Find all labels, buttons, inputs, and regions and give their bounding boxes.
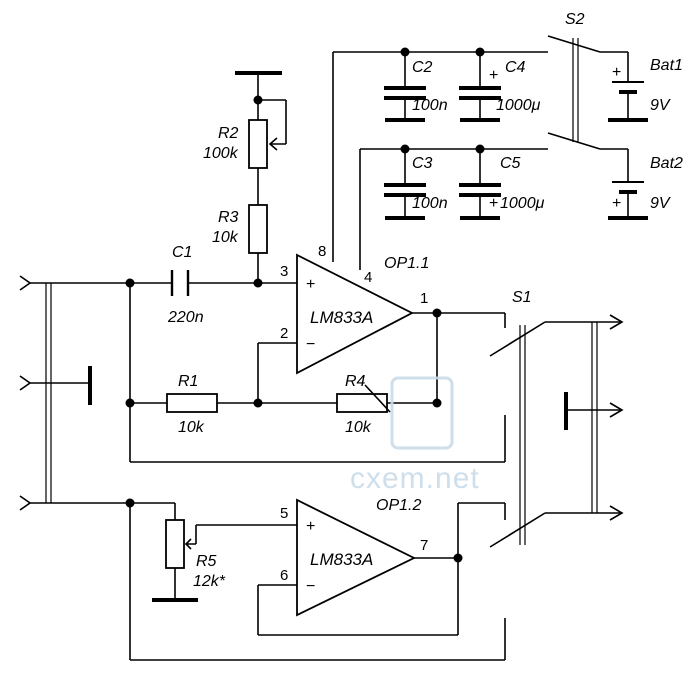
label-c3-value: 100n	[412, 195, 448, 212]
battery-bat1	[608, 52, 648, 122]
c4-plus: +	[489, 67, 498, 84]
label-r2: R2	[218, 125, 239, 142]
pin-5: 5	[280, 505, 288, 522]
opamp-op1-1	[296, 253, 414, 375]
opamp-op1-2	[296, 498, 417, 617]
switch-s1	[489, 321, 620, 548]
capacitor-c1	[170, 270, 190, 296]
pin-3: 3	[280, 263, 288, 280]
r4-arrow	[364, 384, 391, 413]
label-bat1: Bat1	[650, 57, 683, 74]
junction-dots	[125, 47, 485, 563]
label-c2: C2	[412, 59, 433, 76]
bat1-plus: +	[612, 64, 621, 81]
label-c1: C1	[172, 244, 192, 261]
pin-1: 1	[420, 290, 428, 307]
label-c3: C3	[412, 155, 433, 172]
label-c1-value: 220n	[167, 309, 204, 326]
output-jack	[564, 314, 624, 521]
pin-2: 2	[280, 325, 288, 342]
label-c5-value: 1000μ	[500, 195, 545, 212]
c5-plus: +	[489, 195, 498, 212]
svg-text:cxem.net: cxem.net	[350, 462, 480, 495]
pin-8: 8	[318, 243, 326, 260]
input-jack	[19, 275, 130, 511]
label-c5: C5	[500, 155, 521, 172]
label-bat2: Bat2	[650, 155, 683, 172]
label-r1-value: 10k	[178, 419, 205, 436]
label-s2: S2	[565, 11, 585, 28]
label-op1: OP1.1	[384, 255, 429, 272]
label-c2-value: 100n	[412, 97, 448, 114]
label-bat2-value: 9V	[650, 195, 671, 212]
pin-4: 4	[364, 269, 372, 286]
op2-minus-input: −	[306, 578, 315, 595]
resistor-r5	[165, 519, 185, 569]
label-r5: R5	[196, 553, 217, 570]
battery-bat2	[608, 149, 648, 220]
label-bat1-value: 9V	[650, 97, 671, 114]
bat2-plus: +	[612, 195, 621, 212]
resistor-r3	[248, 204, 268, 254]
resistor-r2	[248, 119, 268, 169]
watermark: cxem.net	[350, 376, 480, 495]
pin-6: 6	[280, 567, 288, 584]
label-r2-value: 100k	[203, 145, 239, 162]
upper-channel-wiring	[129, 51, 548, 463]
label-r5-value: 12k*	[193, 573, 226, 590]
pin-7: 7	[420, 537, 428, 554]
label-r4: R4	[345, 373, 366, 390]
label-s1: S1	[512, 289, 532, 306]
switch-s2	[547, 35, 628, 150]
resistor-r4	[336, 393, 388, 413]
power-filter-caps	[384, 52, 501, 220]
op1-plus-input: +	[306, 276, 315, 293]
label-r1: R1	[178, 373, 198, 390]
op1-minus-input: −	[306, 336, 315, 353]
label-r3: R3	[218, 209, 239, 226]
lower-channel-wiring	[129, 502, 506, 661]
chip-op1: LM833A	[310, 308, 373, 327]
label-c4: C4	[505, 59, 526, 76]
resistor-r1	[166, 393, 218, 413]
label-r3-value: 10k	[212, 229, 239, 246]
label-r4-value: 10k	[345, 419, 372, 436]
label-c4-value: 1000μ	[496, 97, 541, 114]
op2-plus-input: +	[306, 518, 315, 535]
chip-op2: LM833A	[310, 550, 373, 569]
label-op2: OP1.2	[376, 497, 421, 514]
